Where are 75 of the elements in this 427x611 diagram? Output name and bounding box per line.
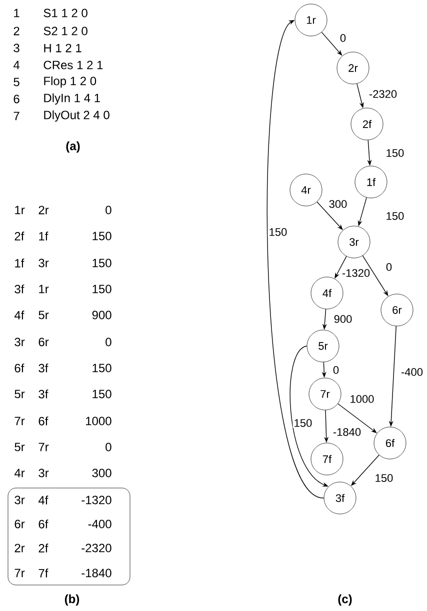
- edge-label: 900: [332, 314, 354, 324]
- table-cell: 6f: [14, 364, 24, 372]
- edge-label: -2320: [368, 89, 398, 99]
- listing-text: CRes 1 2 1: [44, 60, 103, 70]
- table-cell: 3r: [14, 338, 25, 346]
- table-cell: 6f: [38, 520, 48, 528]
- table-cell: 3f: [38, 390, 48, 398]
- table-cell: 5r: [14, 390, 25, 398]
- edge-label: 150: [292, 418, 314, 428]
- edge-label: 150: [374, 473, 394, 483]
- table-cell: 7r: [14, 416, 25, 426]
- table-cell: 150: [92, 232, 112, 240]
- edge-label: 0: [384, 262, 394, 272]
- table-cell: 5r: [14, 442, 25, 452]
- listing-text: Flop 1 2 0: [44, 76, 96, 88]
- table-cell: 3r: [38, 258, 49, 268]
- edge-label: 0: [332, 365, 340, 375]
- edge-label: -400: [400, 367, 424, 377]
- table-cell: 1r: [39, 284, 49, 294]
- listing-text: H 1 2 1: [44, 44, 82, 52]
- edge-label: 0: [338, 33, 348, 43]
- listing-text: 2: [14, 26, 20, 36]
- arrow: [266, 20, 324, 498]
- table-cell: 7r: [38, 442, 49, 452]
- table-cell: 2r: [14, 544, 25, 552]
- table-cell: 0: [106, 338, 112, 346]
- listing-text: S1 1 2 0: [44, 8, 88, 18]
- table-cell: 6r: [38, 338, 49, 346]
- table-cell: 150: [92, 390, 112, 398]
- edge-label: 150: [384, 211, 406, 221]
- listing-text: DlyIn 1 4 1: [44, 93, 100, 105]
- table-cell: 6f: [38, 416, 48, 426]
- listing-text: 3: [14, 44, 20, 52]
- table-cell: 1f: [15, 258, 24, 268]
- table-cell: 4f: [38, 496, 48, 504]
- table-cell: 3r: [14, 496, 25, 504]
- table-cell: 900: [92, 310, 112, 320]
- table-cell: 1f: [39, 232, 48, 240]
- table-cell: 150: [92, 258, 112, 268]
- table-cell: 3f: [14, 284, 24, 294]
- table-cell: 5r: [38, 310, 49, 320]
- table-cell: 2r: [38, 206, 49, 214]
- listing-text: 7: [14, 112, 20, 120]
- table-cell: -1320: [82, 496, 112, 504]
- table-cell: 7f: [38, 568, 48, 578]
- table-cell: 6r: [14, 520, 25, 528]
- table-cell: 2f: [38, 544, 48, 552]
- edge-label: -1840: [332, 427, 362, 437]
- table-cell: -2320: [82, 544, 112, 552]
- listing-text: 1: [14, 8, 20, 18]
- table-cell: 3f: [38, 364, 48, 372]
- edge-label: 150: [268, 227, 288, 237]
- listing-text: 4: [13, 60, 20, 70]
- listing-text: 6: [14, 94, 20, 104]
- table-cell: 4f: [14, 310, 24, 320]
- table-cell: 150: [92, 364, 112, 372]
- table-cell: -1840: [82, 568, 112, 578]
- table-cell: -400: [88, 520, 112, 528]
- listing-text: DlyOut 2 4 0: [44, 110, 110, 122]
- edge-label: 150: [384, 148, 406, 158]
- listing-text: 5: [14, 78, 20, 86]
- edge-label: 300: [328, 199, 348, 209]
- listing-text: S2 1 2 0: [44, 26, 88, 36]
- table-cell: 0: [106, 206, 112, 214]
- table-cell: 150: [92, 284, 112, 294]
- panel-caption: (c): [338, 594, 352, 606]
- table-cell: 0: [106, 442, 112, 452]
- table-cell: 2f: [14, 232, 24, 240]
- panel-caption: (a): [66, 141, 80, 153]
- table-cell: 1000: [86, 416, 112, 426]
- table-cell: 7r: [14, 568, 25, 578]
- table-cell: 1r: [15, 206, 25, 214]
- bracketed-rows-box: [8, 488, 130, 586]
- edge-label: 1000: [348, 394, 376, 404]
- edge-label: -1320: [340, 268, 372, 278]
